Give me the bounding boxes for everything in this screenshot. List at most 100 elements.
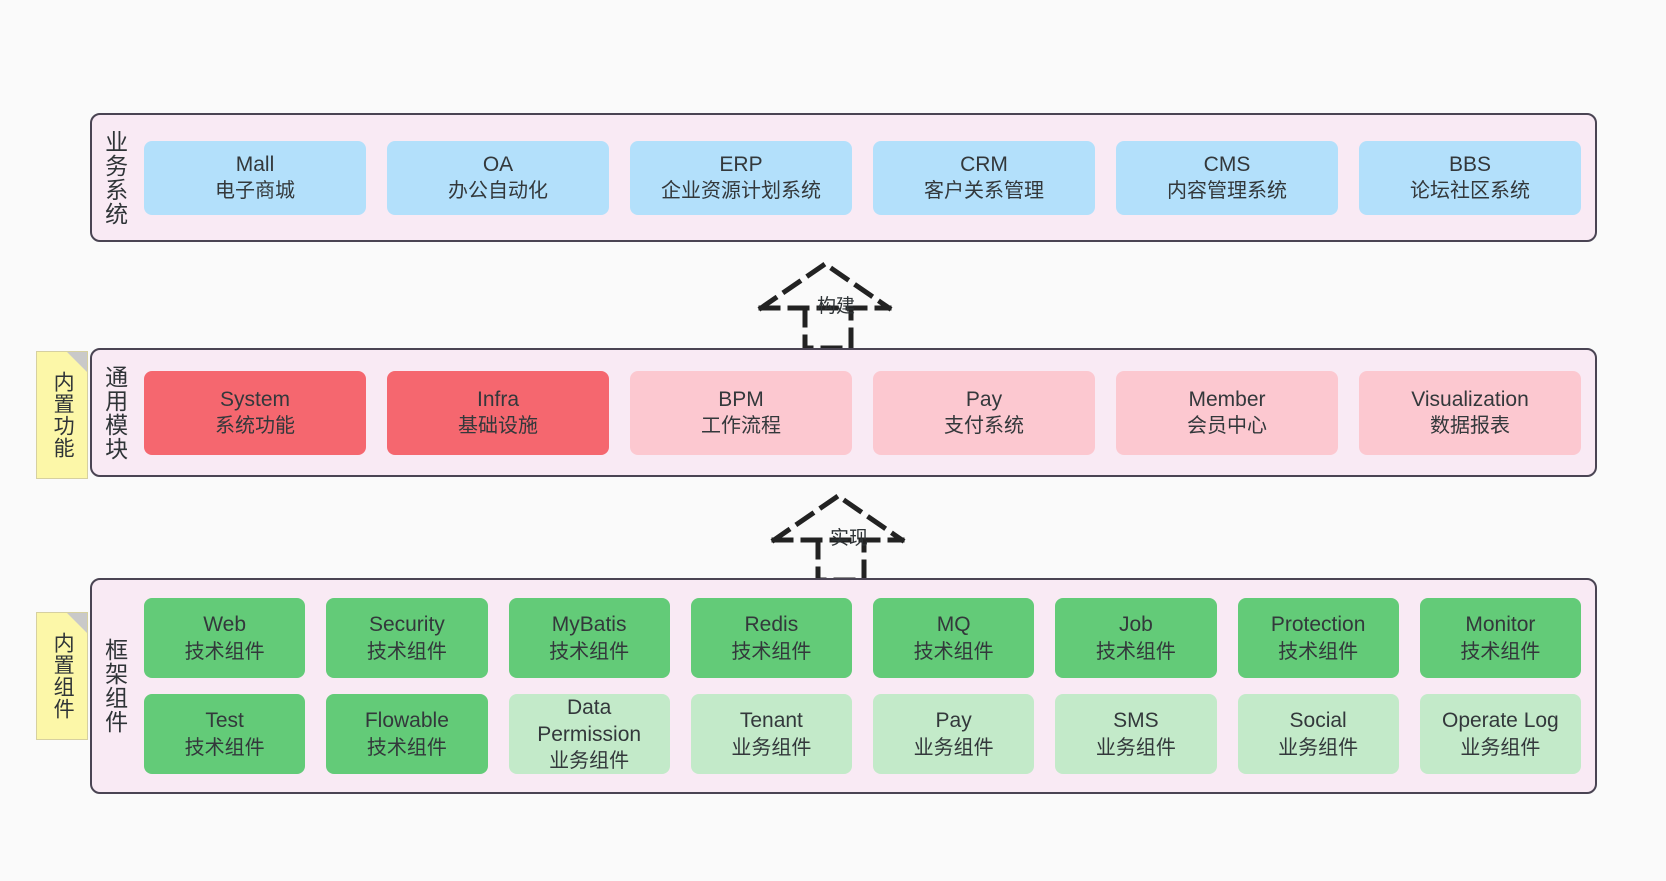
cell-subtitle: 技术组件 <box>1460 640 1541 663</box>
cell-member[interactable]: Member 会员中心 <box>1116 370 1338 455</box>
cell-tenant[interactable]: Tenant 业务组件 <box>690 694 852 774</box>
note-label: 内置组件 <box>51 632 75 720</box>
cell-protection[interactable]: Protection 技术组件 <box>1237 598 1399 678</box>
layer-body-framework: Web 技术组件 Security 技术组件 MyBatis 技术组件 Redi… <box>136 580 1595 792</box>
cell-subtitle: 业务组件 <box>731 736 812 759</box>
cell-security[interactable]: Security 技术组件 <box>326 598 488 678</box>
cell-data-permission[interactable]: Data Permission 业务组件 <box>508 694 670 774</box>
cell-subtitle: 技术组件 <box>549 640 630 663</box>
arrow-label-build: 构建 <box>817 296 856 317</box>
cell-title: Tenant <box>739 709 803 733</box>
cell-subtitle: 系统功能 <box>215 415 295 438</box>
cell-cms[interactable]: CMS 内容管理系统 <box>1116 140 1338 215</box>
cell-pay-component[interactable]: Pay 业务组件 <box>873 694 1035 774</box>
layer-title-common: 通用模块 <box>101 364 128 461</box>
cell-title: BPM <box>718 387 764 411</box>
layer-row: Test 技术组件 Flowable 技术组件 Data Permission … <box>144 694 1581 774</box>
cell-mq[interactable]: MQ 技术组件 <box>873 598 1035 678</box>
cell-title: Social <box>1289 709 1347 733</box>
cell-job[interactable]: Job 技术组件 <box>1055 598 1217 678</box>
cell-title: Pay <box>965 387 1003 411</box>
cell-title: Protection <box>1270 613 1366 637</box>
cell-title: BBS <box>1448 152 1492 176</box>
cell-visualization[interactable]: Visualization 数据报表 <box>1359 370 1581 455</box>
cell-operate-log[interactable]: Operate Log 业务组件 <box>1419 694 1581 774</box>
cell-subtitle: 电子商城 <box>215 180 295 203</box>
cell-subtitle: 技术组件 <box>913 640 994 663</box>
cell-title: Mall <box>235 152 275 176</box>
layer-row: Web 技术组件 Security 技术组件 MyBatis 技术组件 Redi… <box>144 598 1581 678</box>
note-fold-icon <box>67 613 87 633</box>
cell-subtitle: 客户关系管理 <box>924 180 1044 203</box>
cell-subtitle: 技术组件 <box>366 640 447 663</box>
arrow-implement: 实现 <box>768 490 938 585</box>
cell-title: Security <box>368 613 445 637</box>
cell-mall[interactable]: Mall 电子商城 <box>144 140 366 215</box>
cell-title: Flowable <box>364 709 449 733</box>
cell-bbs[interactable]: BBS 论坛社区系统 <box>1359 140 1581 215</box>
layer-row: System 系统功能 Infra 基础设施 BPM 工作流程 Pay 支付系统… <box>144 370 1581 455</box>
note-builtin-components: 内置组件 <box>36 612 88 740</box>
cell-title: System <box>219 387 290 411</box>
cell-test[interactable]: Test 技术组件 <box>144 694 306 774</box>
cell-title: Test <box>205 709 244 733</box>
note-fold-icon <box>67 352 87 372</box>
cell-title: Infra <box>476 387 520 411</box>
cell-subtitle: 支付系统 <box>944 415 1024 438</box>
cell-title: Pay <box>935 709 972 733</box>
cell-title: OA <box>482 152 514 176</box>
layer-title-business: 业务系统 <box>101 129 128 226</box>
cell-subtitle: 技术组件 <box>184 736 265 759</box>
cell-title: CMS <box>1203 152 1251 176</box>
cell-subtitle: 技术组件 <box>1278 640 1359 663</box>
arrow-label-implement: 实现 <box>830 528 869 549</box>
cell-subtitle: 技术组件 <box>731 640 812 663</box>
cell-title: ERP <box>719 152 763 176</box>
cell-title: Monitor <box>1465 613 1536 637</box>
arrow-build: 构建 <box>755 258 925 353</box>
cell-title: Visualization <box>1411 387 1529 411</box>
cell-infra[interactable]: Infra 基础设施 <box>387 370 609 455</box>
cell-subtitle: 论坛社区系统 <box>1410 180 1530 203</box>
cell-system[interactable]: System 系统功能 <box>144 370 366 455</box>
cell-subtitle: 业务组件 <box>913 736 994 759</box>
cell-mybatis[interactable]: MyBatis 技术组件 <box>508 598 670 678</box>
cell-redis[interactable]: Redis 技术组件 <box>690 598 852 678</box>
cell-title: SMS <box>1113 709 1159 733</box>
cell-subtitle: 数据报表 <box>1430 415 1510 438</box>
cell-subtitle: 业务组件 <box>549 750 630 773</box>
layer-framework-components: 框架组件 Web 技术组件 Security 技术组件 MyBatis 技术组件… <box>90 578 1597 794</box>
cell-title: Redis <box>744 613 799 637</box>
cell-subtitle: 业务组件 <box>1278 736 1359 759</box>
cell-title: MyBatis <box>551 613 627 637</box>
cell-subtitle: 技术组件 <box>366 736 447 759</box>
cell-subtitle: 业务组件 <box>1460 736 1541 759</box>
cell-crm[interactable]: CRM 客户关系管理 <box>873 140 1095 215</box>
cell-oa[interactable]: OA 办公自动化 <box>387 140 609 215</box>
cell-title: MQ <box>936 613 971 637</box>
cell-title: Operate Log <box>1441 709 1559 733</box>
cell-flowable[interactable]: Flowable 技术组件 <box>326 694 488 774</box>
cell-web[interactable]: Web 技术组件 <box>144 598 306 678</box>
arrowhead-dashed-triangle <box>757 260 893 312</box>
cell-sms[interactable]: SMS 业务组件 <box>1055 694 1217 774</box>
cell-monitor[interactable]: Monitor 技术组件 <box>1419 598 1581 678</box>
cell-title: Member <box>1188 387 1266 411</box>
cell-title: Web <box>203 613 247 637</box>
cell-subtitle: 会员中心 <box>1187 415 1267 438</box>
cell-bpm[interactable]: BPM 工作流程 <box>630 370 852 455</box>
cell-erp[interactable]: ERP 企业资源计划系统 <box>630 140 852 215</box>
arrowhead-dashed-triangle <box>770 492 906 544</box>
cell-social[interactable]: Social 业务组件 <box>1237 694 1399 774</box>
layer-row: Mall 电子商城 OA 办公自动化 ERP 企业资源计划系统 CRM 客户关系… <box>144 140 1581 215</box>
cell-pay[interactable]: Pay 支付系统 <box>873 370 1095 455</box>
cell-title: Job <box>1118 613 1153 637</box>
cell-subtitle: 工作流程 <box>701 415 781 438</box>
layer-body-business: Mall 电子商城 OA 办公自动化 ERP 企业资源计划系统 CRM 客户关系… <box>136 115 1595 240</box>
note-builtin-features: 内置功能 <box>36 351 88 479</box>
layer-business-systems: 业务系统 Mall 电子商城 OA 办公自动化 ERP 企业资源计划系统 CRM… <box>90 113 1597 242</box>
cell-subtitle: 技术组件 <box>184 640 265 663</box>
cell-subtitle: 业务组件 <box>1095 736 1176 759</box>
layer-body-common: System 系统功能 Infra 基础设施 BPM 工作流程 Pay 支付系统… <box>136 350 1595 475</box>
